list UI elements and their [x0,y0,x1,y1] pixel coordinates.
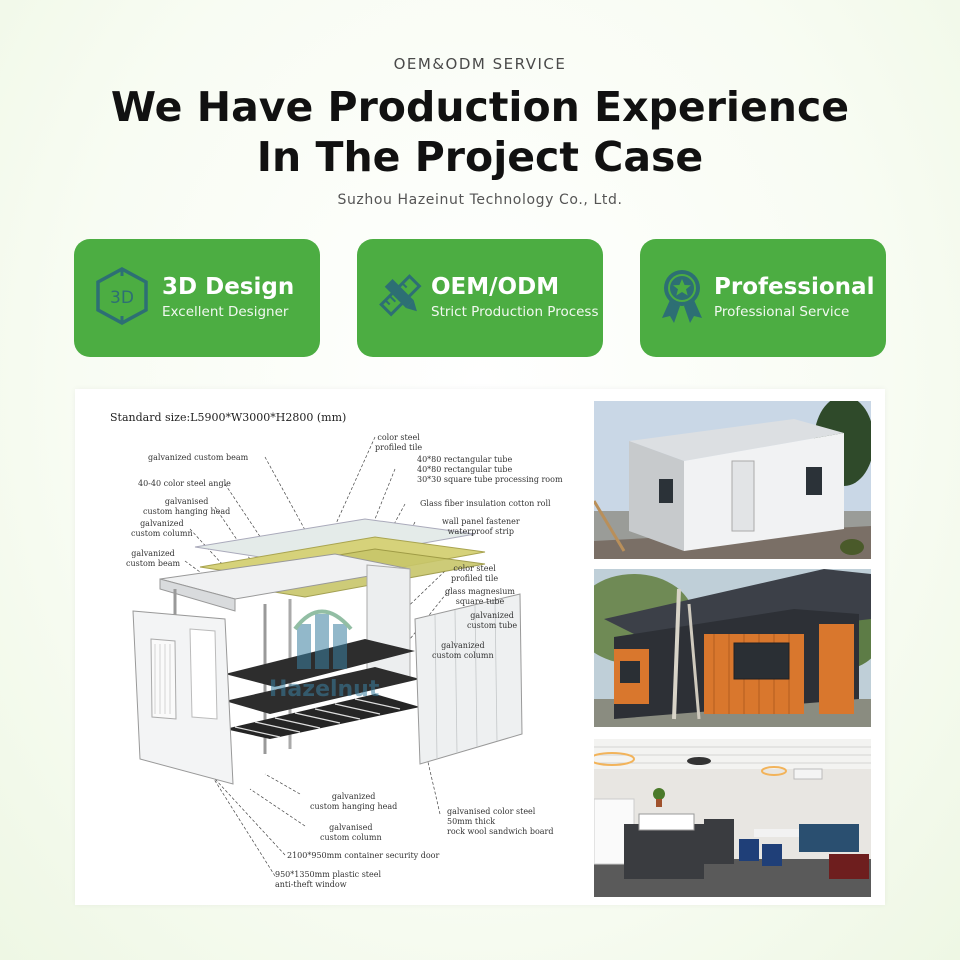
feature-card-3d-design: 3D 3D Design Excellent Designer [74,239,320,357]
label-galvanized-custom-beam: galvanized custom beam [148,453,249,462]
container-exploded-diagram [132,436,523,877]
feature-subtitle: Excellent Designer [162,304,289,320]
feature-subtitle: Professional Service [714,304,850,320]
label-glass-fiber: Glass fiber insulation cotton roll [420,499,551,508]
feature-title: OEM/ODM [431,274,560,300]
3d-cube-icon: 3D [94,266,154,326]
label-custom-column-top: galvanized custom column [131,519,193,538]
project-case-panel: Standard size:L5900*W3000*H2800 (mm) [75,389,885,905]
photo-grey-container-house [594,401,871,559]
label-wall-panel-fastener: wall panel fastener waterproof strip [442,517,520,536]
label-rectangular-tube: 40*80 rectangular tube 40*80 rectangular… [417,455,563,484]
label-hanging-head-top: galvanised custom hanging head [143,497,231,516]
label-custom-column-right: galvanized custom column [432,641,494,660]
label-color-steel-profiled-tile: color steel profiled tile [375,433,423,452]
label-rock-wool: galvanised color steel 50mm thick rock w… [447,807,554,836]
label-glass-magnesium: glass magnesium square tube [445,587,515,606]
label-window: 950*1350mm plastic steel anti-theft wind… [275,870,382,889]
feature-card-professional: Professional Professional Service [640,239,886,357]
title-line-2: In The Project Case [256,133,704,181]
photo-office-interior [594,739,871,897]
award-star-icon [654,266,714,326]
watermark-text: Hazelnut [269,677,380,702]
feature-card-oem-odm: OEM/ODM Strict Production Process [357,239,603,357]
standard-size-label: Standard size:L5900*W3000*H2800 (mm) [110,411,347,424]
feature-subtitle: Strict Production Process [431,304,599,320]
title-line-1: We Have Production Experience [110,83,850,131]
feature-title: 3D Design [162,274,295,300]
svg-text:3D: 3D [110,288,134,308]
eyebrow-label: OEM&ODM SERVICE [393,55,567,73]
pencil-ruler-icon [373,266,433,326]
label-custom-column-bottom: galvanised custom column [320,823,382,842]
company-name: Suzhou Hazeinut Technology Co., Ltd. [337,192,623,208]
label-custom-tube: galvanized custom tube [467,611,518,630]
label-custom-beam-left: galvanized custom beam [126,549,181,568]
label-color-steel-profiled-tile-2: color steel profiled tile [451,564,499,583]
photo-wood-clad-house [594,569,871,727]
page-title: We Have Production Experience In The Pro… [0,82,960,182]
feature-title: Professional [714,274,875,300]
label-color-steel-angle: 40-40 color steel angle [138,479,231,488]
label-security-door: 2100*950mm container security door [287,851,440,860]
label-hanging-head-bottom: galvanized custom hanging head [310,792,398,811]
